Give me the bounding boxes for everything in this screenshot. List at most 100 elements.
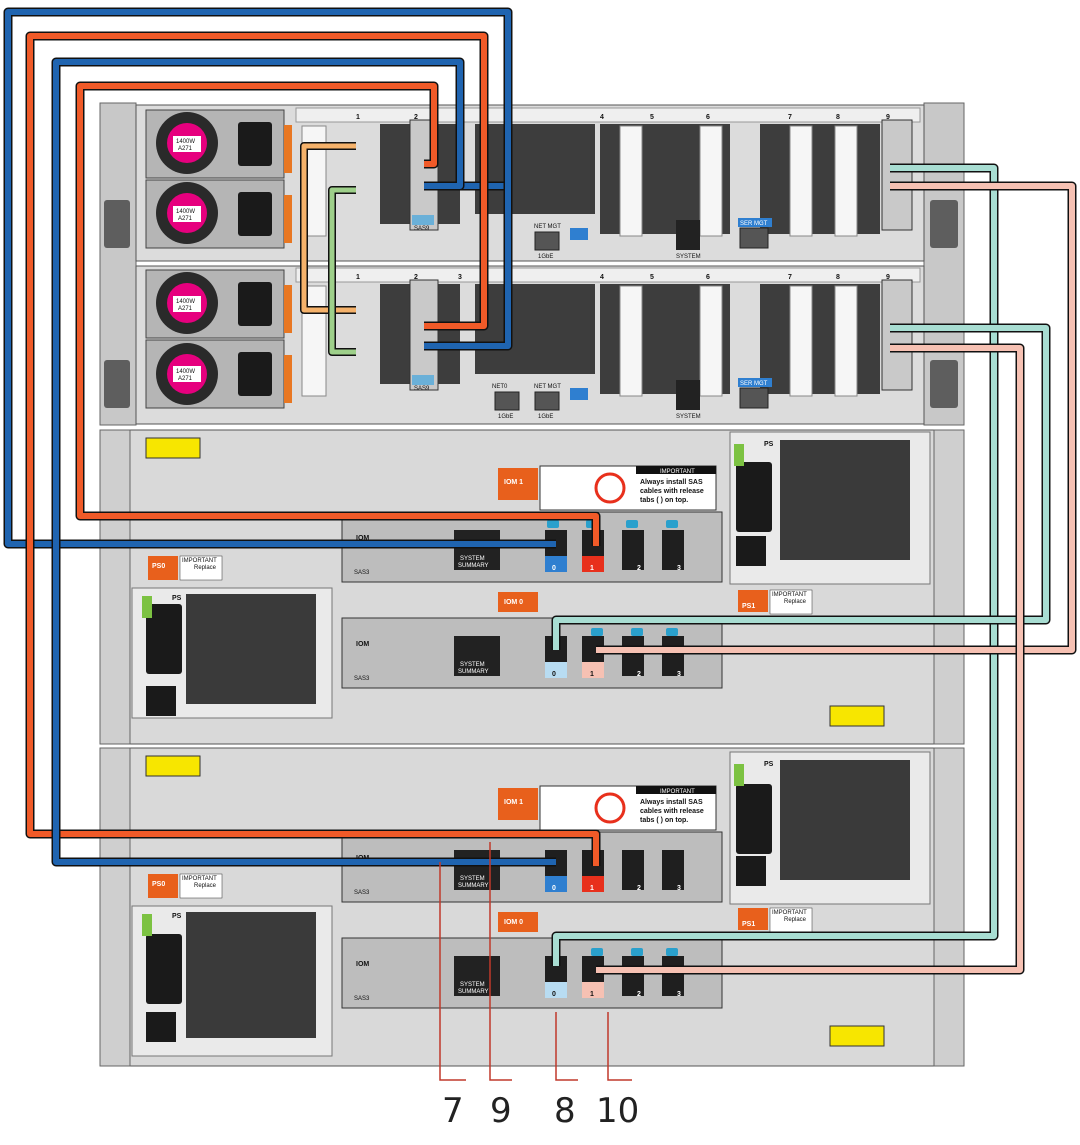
- port-0-c: 0: [552, 885, 556, 892]
- shelf-1-ps-label-a: PS: [172, 595, 182, 602]
- shelf-1-replace-1: Replace: [194, 565, 217, 571]
- port-1-c: 1: [590, 885, 594, 892]
- iom-label-1: IOM: [356, 535, 369, 542]
- sas-label-b: SAS9: [414, 386, 430, 392]
- port-0-a: 0: [552, 565, 556, 572]
- shelf-2-ps-label-b: PS: [764, 761, 774, 768]
- callout-10: 10: [596, 1091, 639, 1131]
- slot-2-label-b: 2: [414, 274, 418, 281]
- slot-8-label: 8: [836, 114, 840, 121]
- slot-4-label-b: 4: [600, 274, 604, 281]
- server-controllers: 1 2 3 4 5 6 7 8 9 1 2 3 4 5 6 7 8 9 SAS9…: [99, 102, 965, 426]
- shelf-2-ps-label-a: PS: [172, 913, 182, 920]
- shelf-2-replace-2: Replace: [784, 917, 807, 923]
- iom-label-4: IOM: [356, 961, 369, 968]
- port-2-c: 2: [637, 885, 641, 892]
- psu-watt-2: 1400W: [176, 209, 195, 215]
- port-1-b: 1: [590, 671, 594, 678]
- shelf-1-note-line-1: Always install SAS: [640, 479, 703, 486]
- net0-label: NET0: [492, 384, 508, 390]
- iom-label-2: IOM: [356, 641, 369, 648]
- slot-5-label: 5: [650, 114, 654, 121]
- slot-6-label-b: 6: [706, 274, 710, 281]
- controller-1-slots: 1 2 3 4 5 6 7 8 9 1 2 3 4 5 6 7 8 9 SAS9…: [173, 107, 921, 420]
- shelf-1-note-line-2: cables with release: [640, 488, 704, 495]
- sas3-label-1: SAS3: [354, 570, 370, 576]
- callout-9: 9: [490, 1091, 512, 1131]
- shelf-2-note-line-2: cables with release: [640, 808, 704, 815]
- psu-watt-4: 1400W: [176, 369, 195, 375]
- port-2-d: 2: [637, 991, 641, 998]
- sas-label-a: SAS9: [414, 226, 430, 232]
- slot-8-label-b: 8: [836, 274, 840, 281]
- sas3-label-3: SAS3: [354, 890, 370, 896]
- callout-leaders: [439, 842, 632, 1081]
- port-0-b: 0: [552, 671, 556, 678]
- port-2-b: 2: [637, 671, 641, 678]
- shelf-1-important-a: IMPORTANT: [182, 558, 217, 564]
- slot-1-label-b: 1: [356, 274, 360, 281]
- gbe-label-b: 1GbE: [538, 414, 553, 420]
- shelf-2-ps1-badge: PS1: [742, 921, 755, 928]
- shelf-1-ps-label-b: PS: [764, 441, 774, 448]
- sas3-label-4: SAS3: [354, 996, 370, 1002]
- port-1-d: 1: [590, 991, 594, 998]
- port-3-b: 3: [677, 671, 681, 678]
- slot-7-label-b: 7: [788, 274, 792, 281]
- shelf-2-note-header: IMPORTANT: [660, 789, 695, 795]
- slot-3-label-b: 3: [458, 274, 462, 281]
- psu-watt-1: 1400W: [176, 139, 195, 145]
- net-mgt-label-b: NET MGT: [534, 384, 561, 390]
- port-3-a: 3: [677, 565, 681, 572]
- shelf-1-note-header: IMPORTANT: [660, 469, 695, 475]
- sys-summary-3: SYSTEM: [460, 876, 485, 882]
- psu-model-4: A271: [178, 376, 193, 382]
- port-1-a: 1: [590, 565, 594, 572]
- slot-4-label: 4: [600, 114, 604, 121]
- sys-summary-1b: SUMMARY: [458, 563, 489, 569]
- shelf-1-replace-2: Replace: [784, 599, 807, 605]
- sys-summary-3b: SUMMARY: [458, 883, 489, 889]
- sas-cables: [3, 7, 1077, 975]
- sys-summary-2: SYSTEM: [460, 662, 485, 668]
- ser-mgt-label-b: SER MGT: [740, 381, 768, 387]
- slot-9-label-b: 9: [886, 274, 890, 281]
- slot-5-label-b: 5: [650, 274, 654, 281]
- system-label-b: SYSTEM: [676, 414, 701, 420]
- gbe-label-c: 1GbE: [498, 414, 513, 420]
- shelf-1-iom1-tab: IOM 1: [504, 479, 523, 486]
- sys-summary-1: SYSTEM: [460, 556, 485, 562]
- sys-summary-4b: SUMMARY: [458, 989, 489, 995]
- sas3-label-2: SAS3: [354, 676, 370, 682]
- ser-mgt-label-a: SER MGT: [740, 221, 768, 227]
- sys-summary-4: SYSTEM: [460, 982, 485, 988]
- slot-2-label: 2: [414, 114, 418, 121]
- shelf-2-iom1-tab: IOM 1: [504, 799, 523, 806]
- psu-model-3: A271: [178, 306, 193, 312]
- psu-model-1: A271: [178, 146, 193, 152]
- callout-7: 7: [442, 1091, 464, 1131]
- shelf-2-replace-1: Replace: [194, 883, 217, 889]
- shelf-2-note-line-1: Always install SAS: [640, 799, 703, 806]
- shelf-2-important-a: IMPORTANT: [182, 876, 217, 882]
- port-0-d: 0: [552, 991, 556, 998]
- shelf-2-important-b: IMPORTANT: [772, 910, 807, 916]
- sys-summary-2b: SUMMARY: [458, 669, 489, 675]
- shelf-2-iom0-tab: IOM 0: [504, 919, 523, 926]
- slot-9-label: 9: [886, 114, 890, 121]
- iom-modules: IOM IOM IOM IOM SAS3 SAS3 SAS3 SAS3 SYST…: [341, 511, 723, 1009]
- slot-6-label: 6: [706, 114, 710, 121]
- shelf-1-ps1-badge: PS1: [742, 603, 755, 610]
- shelf-2-note-line-3: tabs ( ) on top.: [640, 817, 688, 824]
- shelf-1-ps0-badge: PS0: [152, 563, 165, 570]
- disk-shelves: PS PS PS PS PS0 PS1 PS0 PS1 IMPORTANT Re…: [99, 429, 965, 1067]
- callout-8: 8: [554, 1091, 576, 1131]
- psu-model-2: A271: [178, 216, 193, 222]
- port-3-d: 3: [677, 991, 681, 998]
- shelf-1-important-b: IMPORTANT: [772, 592, 807, 598]
- gbe-label-a: 1GbE: [538, 254, 553, 260]
- net-mgt-label-a: NET MGT: [534, 224, 561, 230]
- system-label-a: SYSTEM: [676, 254, 701, 260]
